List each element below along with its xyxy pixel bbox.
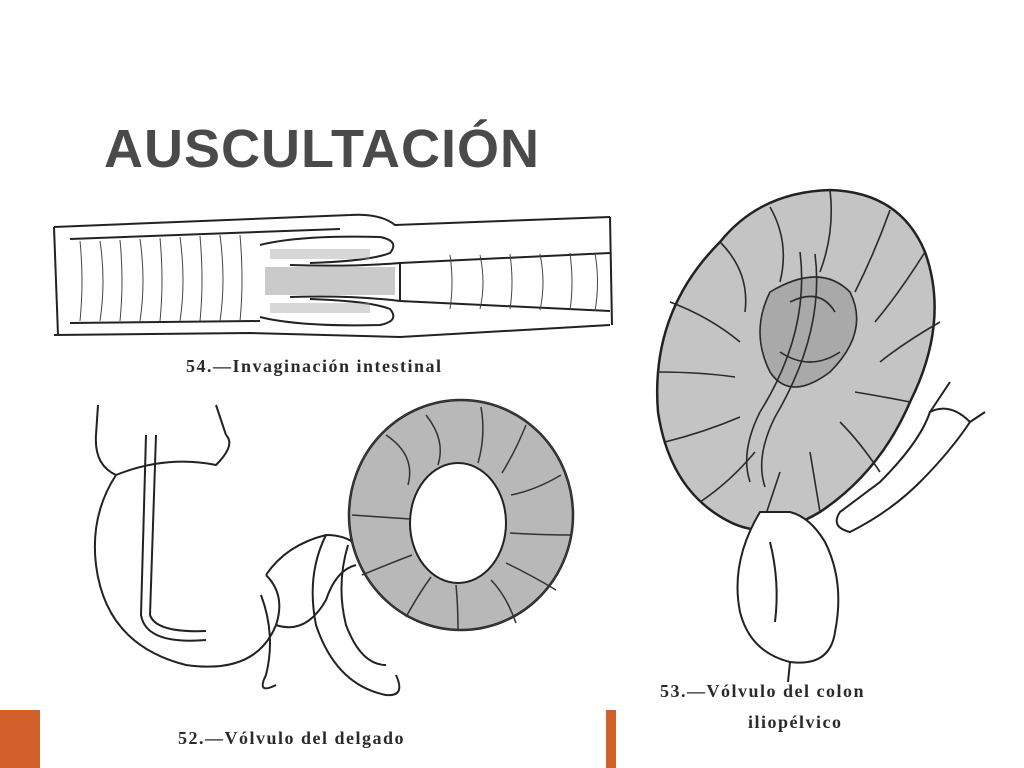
small-bowel-volvulus-caption: 52.—Vólvulo del delgado	[178, 728, 406, 748]
accent-bar-left	[0, 710, 40, 768]
colon-volvulus-illustration	[656, 188, 986, 682]
colon-volvulus-caption-line2: iliopélvico	[748, 712, 843, 732]
intussusception-illustration	[53, 213, 613, 339]
intussusception-caption: 54.—Invaginación intestinal	[186, 356, 443, 376]
colon-volvulus-caption-line1: 53.—Vólvulo del colon	[660, 681, 866, 701]
accent-bar-middle	[606, 710, 616, 768]
slide-title: AUSCULTACIÓN	[104, 119, 540, 179]
small-bowel-volvulus-illustration	[93, 398, 575, 697]
